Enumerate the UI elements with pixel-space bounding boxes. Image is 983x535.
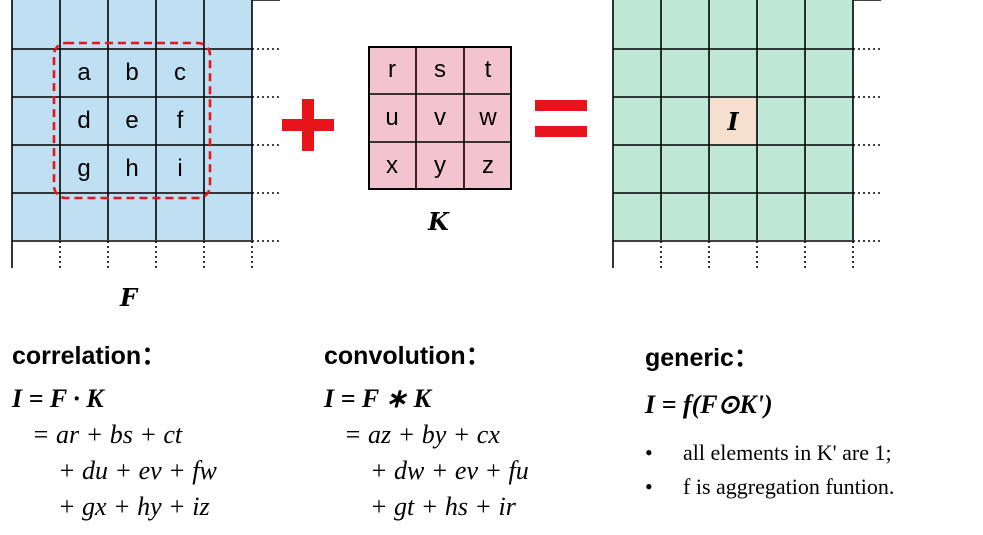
generic-bullet-1: • all elements in K' are 1; — [645, 440, 892, 466]
convolution-formula: I = F ∗ K — [324, 384, 431, 413]
f-window-cell: g — [77, 155, 91, 182]
kernel-cell: x — [386, 152, 398, 179]
output-highlight-cell — [710, 98, 756, 144]
generic-bullet-1-text: all elements in K' are 1; — [683, 440, 892, 465]
kernel-cell: v — [434, 104, 446, 131]
output-grid-lines — [612, 0, 881, 268]
bullet-dot: • — [645, 474, 653, 499]
f-window-cell: b — [125, 59, 139, 86]
f-window-cell: d — [77, 107, 91, 134]
f-window-cell: i — [177, 155, 183, 182]
f-window-cell: a — [77, 59, 91, 86]
kernel-cell: t — [484, 56, 492, 83]
kernel-cell: w — [479, 104, 497, 131]
grid-lines — [11, 0, 280, 268]
generic-bullet-2: • f is aggregation funtion. — [645, 474, 894, 500]
equals-sign — [535, 100, 587, 137]
label-f: F — [120, 283, 138, 312]
correlation-line-4: + gx + hy + iz — [58, 492, 210, 521]
kernel-grid-lines — [368, 46, 512, 190]
f-window-cell: e — [125, 107, 139, 134]
input-grid-f — [12, 0, 252, 240]
kernel-cell: s — [434, 56, 446, 83]
bullet-dot: • — [645, 440, 653, 465]
convolution-heading: convolution： — [324, 342, 491, 370]
kernel-cell: y — [434, 152, 446, 179]
correlation-heading: correlation： — [12, 342, 167, 370]
convolution-line-4: + gt + hs + ir — [370, 492, 516, 521]
label-k: K — [428, 207, 449, 236]
kernel-cell: r — [388, 56, 396, 83]
correlation-line-3: + du + ev + fw — [58, 456, 217, 485]
convolution-line-3: + dw + ev + fu — [370, 456, 529, 485]
kernel-cell: z — [482, 152, 494, 179]
generic-bullet-2-text: f is aggregation funtion. — [683, 474, 895, 499]
f-window-cell: c — [174, 59, 186, 86]
generic-heading: generic： — [645, 344, 759, 372]
kernel-grid-k — [368, 46, 512, 190]
correlation-formula: I = F · K — [12, 384, 104, 413]
f-window-cell: h — [125, 155, 139, 182]
convolution-line-2: = az + by + cx — [344, 420, 500, 449]
kernel-cell: u — [385, 104, 399, 131]
correlation-line-2: = ar + bs + ct — [32, 420, 183, 449]
generic-formula: I = f(F⊙K') — [645, 390, 773, 419]
plus-sign — [282, 99, 334, 151]
f-window-cell: f — [176, 107, 184, 134]
output-cell-label: I — [727, 106, 739, 136]
